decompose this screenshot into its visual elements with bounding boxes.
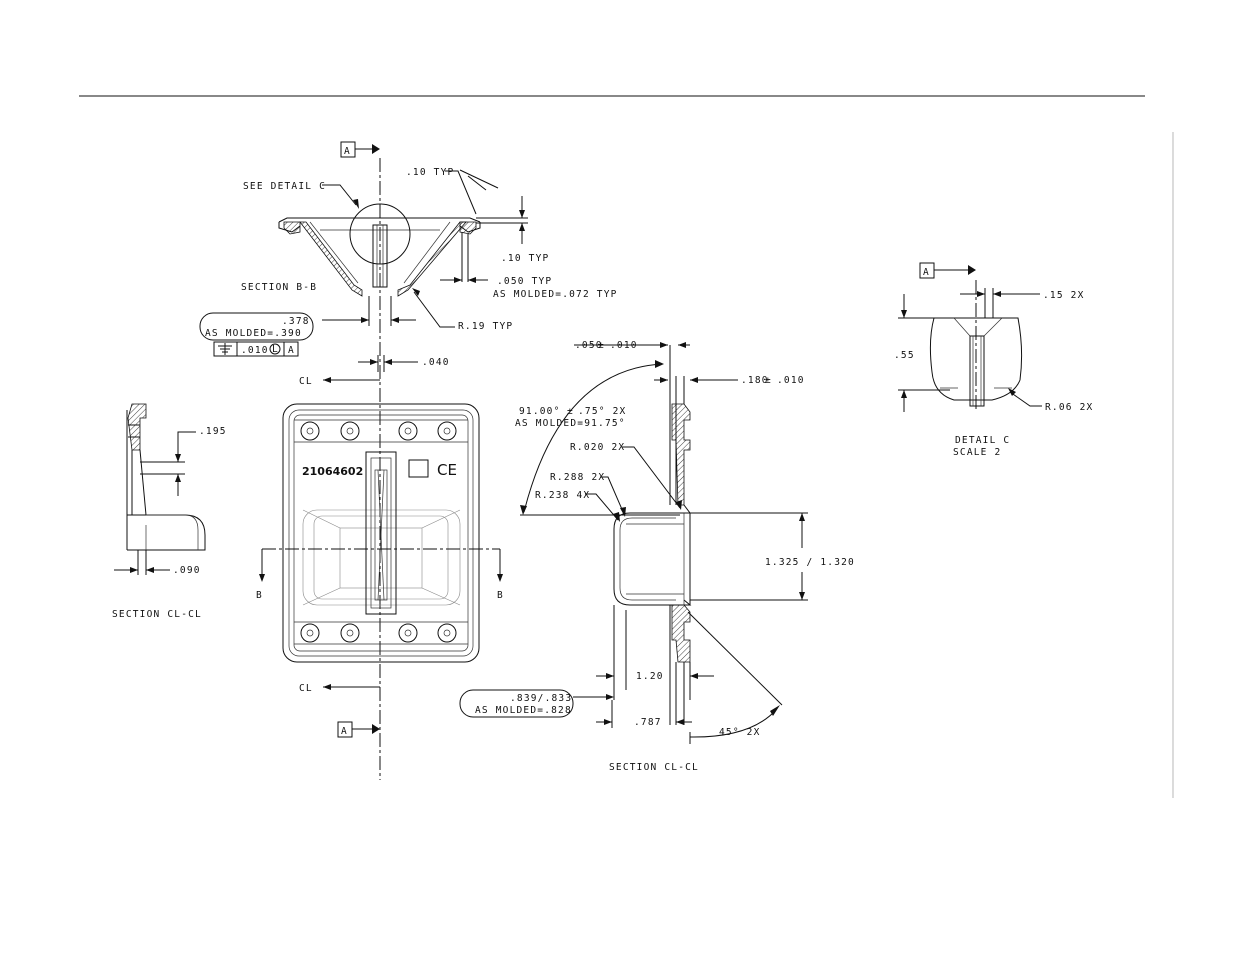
as-molded-390: AS MOLDED=.390 [205,328,302,339]
fcf-datum: A [288,345,295,356]
section-clcl-right-title: SECTION CL-CL [609,762,699,773]
section-clcl-left-title: SECTION CL-CL [112,609,202,620]
part-number: 21064602 [302,465,363,478]
detail-c-title: DETAIL C [955,435,1010,446]
dim-050-010: .050 [575,340,603,351]
section-clcl-right-view: .050 ± .010 .180 ± .010 91.00° ± .75° 2X… [459,340,855,773]
r020-2x: R.020 2X [570,442,625,453]
dim-10-typ-mid: .10 TYP [501,253,549,264]
pm-sign-2: ± [765,375,772,386]
dim-090: .090 [173,565,201,576]
r288-2x: R.288 2X [550,472,605,483]
angle-tol: .75° 2X [578,406,626,417]
dim-378: .378 [282,316,310,327]
section-b-right: B [497,590,504,601]
r238-4x: R.238 4X [535,490,590,501]
section-bb-view: SEE DETAIL C .10 TYP .10 TYP .050 TYP AS… [241,167,618,332]
r06-2x: R.06 2X [1045,402,1093,413]
section-bb-title: SECTION B-B [241,282,317,293]
plan-view: 21064602 CE B B [256,403,504,663]
ce-mark: CE [437,461,457,479]
dim-839-833: .839/.833 [510,693,572,704]
datum-a-bottom-label: A [341,726,348,737]
angle-45-2x: 45° 2X [719,727,761,738]
datum-a-detail-label: A [923,267,930,278]
as-molded-91-75: AS MOLDED=91.75° [515,418,626,429]
as-molded-072: AS MOLDED=.072 TYP [493,289,618,300]
dim-050-tol: .010 [610,340,638,351]
pm-sign-3: ± [567,406,574,417]
cl-bottom-marker: CL [299,683,380,694]
cl-bottom-label: CL [299,683,313,694]
section-b-left: B [256,590,263,601]
cl-top-marker: CL [299,376,380,387]
dim-180-010: .180 [741,375,769,386]
pm-sign-1: ± [598,340,605,351]
r19-typ-label: R.19 TYP [458,321,513,332]
datum-a-bottom: A [337,721,380,738]
angle-91: 91.00° [519,406,561,417]
cl-top-label: CL [299,376,313,387]
detail-c-view: A .15 2X .55 R.06 2X DETAIL C SCALE [894,262,1093,458]
see-detail-c-label: SEE DETAIL C [243,181,326,192]
dim-050-typ: .050 TYP [497,276,552,287]
dim-787: .787 [634,717,662,728]
dim-195: .195 [199,426,227,437]
dim-1325-1320: 1.325 / 1.320 [765,557,855,568]
detail-c-scale: SCALE 2 [953,447,1001,458]
as-molded-828: AS MOLDED=.828 [475,705,572,716]
dim-120: 1.20 [636,671,664,682]
dim-040: .040 [422,357,450,368]
dim-55: .55 [894,350,915,361]
dim-10-typ-top: .10 TYP [406,167,454,178]
feature-control-frame: .010 L A [213,341,299,357]
datum-a-top: A [340,141,380,158]
section-clcl-left-view: .195 .090 SECTION CL-CL [112,403,227,620]
dim-378-callout: .378 AS MOLDED=.390 [199,312,314,341]
fcf-modifier: L [272,344,279,355]
dim-15-2x: .15 2X [1043,290,1085,301]
dim-180-tol: .010 [777,375,805,386]
dim-040-group: .040 [358,355,450,372]
fcf-value: .010 [241,345,269,356]
datum-a-top-label: A [344,146,351,157]
